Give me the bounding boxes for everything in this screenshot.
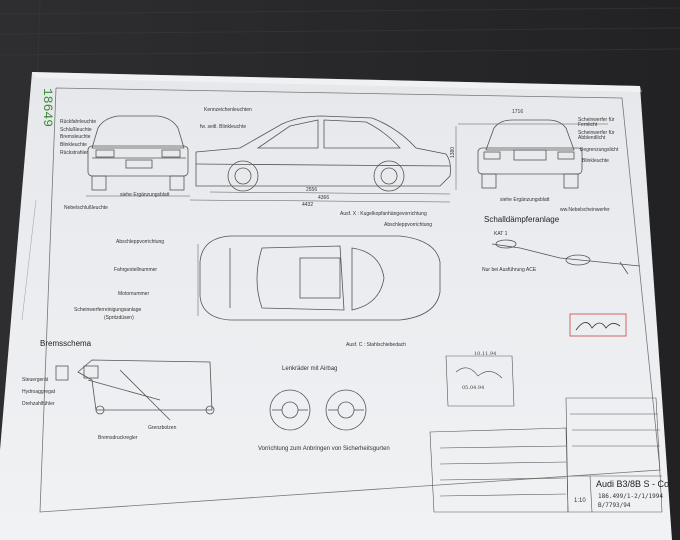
label-kennzeichen: Kennzeichenleuchten: [204, 107, 252, 113]
label-ausf-x: Ausf. X : Kugelkopfanhängevorrichtung: [340, 211, 427, 217]
rear-view-car: [86, 115, 190, 197]
title-block-scale: 1:10: [574, 498, 586, 504]
label-kat: KAT 1: [494, 231, 508, 237]
title-block: [429, 397, 663, 513]
dim-height: 1380: [450, 146, 457, 159]
top-view-car: [197, 235, 441, 321]
label-schein-abblend: Scheinwerfer für Abblendlicht: [578, 130, 615, 141]
label-bremsleuchte: Bremsleuchte: [60, 134, 91, 140]
label-schein-fern: Scheinwerfer für Fernlicht: [578, 117, 615, 128]
exhaust-diagram: [491, 239, 641, 275]
label-steuergeraet: Steuergerät: [22, 377, 49, 383]
front-view-car: [455, 119, 608, 190]
label-blinkl: Blinkleuchte: [582, 158, 609, 164]
label-vorrichtung: Vorrichtung zum Anbringen von Sicherheit…: [258, 446, 390, 452]
label-scheinwerfer-reinigung: Scheinwerferreinigungsanlage: [74, 307, 142, 313]
label-abschlepp-1: Abschleppvorrichtung: [384, 222, 433, 228]
label-rueckfahrleuchte: Rückfahrleuchte: [60, 119, 97, 125]
label-abschlepp-2: Abschleppvorrichtung: [116, 239, 165, 245]
handwritten-date-1: 10.11.94: [474, 351, 497, 357]
label-nur-ace: Nur bei Ausführung ACE: [482, 267, 537, 273]
label-motornummer: Motornummer: [118, 291, 150, 297]
label-fahrgestell: Fahrgestellnummer: [114, 267, 158, 273]
side-view-car: [189, 115, 451, 203]
label-nebelschein: ww.Nebelscheinwerfer: [560, 207, 610, 213]
title-block-ref-1: 186.499/1-2/1/1994: [598, 493, 664, 500]
handwritten-date-2: 05.04.94: [462, 385, 485, 391]
label-bremsdruck: Bremsdruckregler: [98, 435, 138, 441]
label-ausf-c: Ausf. C : Stahlschiebedach: [346, 342, 407, 348]
label-grenzbolzen: Grenzbolzen: [148, 425, 177, 431]
title-schalldaempfer: Schalldämpferanlage: [484, 215, 560, 224]
label-nebelschluss: Nebelschlußleuchte: [64, 205, 108, 211]
label-drehzahlfuehler: Drehzahlfühler: [22, 401, 55, 407]
label-blinkleuchte: Blinkleuchte: [60, 142, 87, 148]
paper-sheet: [0, 72, 672, 540]
label-schlussleuchte: Schlußleuchte: [60, 127, 92, 133]
label-ergaenz-1: siehe Ergänzungsblatt: [120, 192, 170, 198]
label-begrenz: Begrenzungslicht: [580, 147, 619, 153]
steering-wheels: [269, 389, 367, 431]
title-bremsschema: Bremsschema: [40, 339, 92, 348]
dim-length-b: 4432: [302, 202, 314, 208]
label-ergaenz-2: siehe Ergänzungsblatt: [500, 197, 550, 203]
dim-track: 1716: [512, 109, 524, 115]
label-hydroaggregat: Hydroaggregat: [22, 389, 56, 395]
title-lenkraeder: Lenkräder mit Airbag: [282, 366, 338, 372]
title-block-model: Audi B3/8B S - Cou: [596, 479, 675, 489]
dim-wheelbase: 2556: [306, 187, 318, 193]
title-block-ref-2: B/7793/94: [598, 502, 631, 509]
label-seitblink: fw. seitl. Blinkleuchte: [200, 124, 247, 130]
stamp-number: 18649: [40, 88, 55, 128]
dim-length-a: 4366: [318, 195, 330, 201]
red-signature-stamp: [569, 313, 627, 337]
label-spritzduesen: (Spritzdüsen): [104, 315, 134, 321]
label-rueckstrahler: Rückstrahler: [60, 150, 89, 156]
handwritten-box: [445, 355, 515, 407]
brake-schematic: [55, 359, 215, 421]
